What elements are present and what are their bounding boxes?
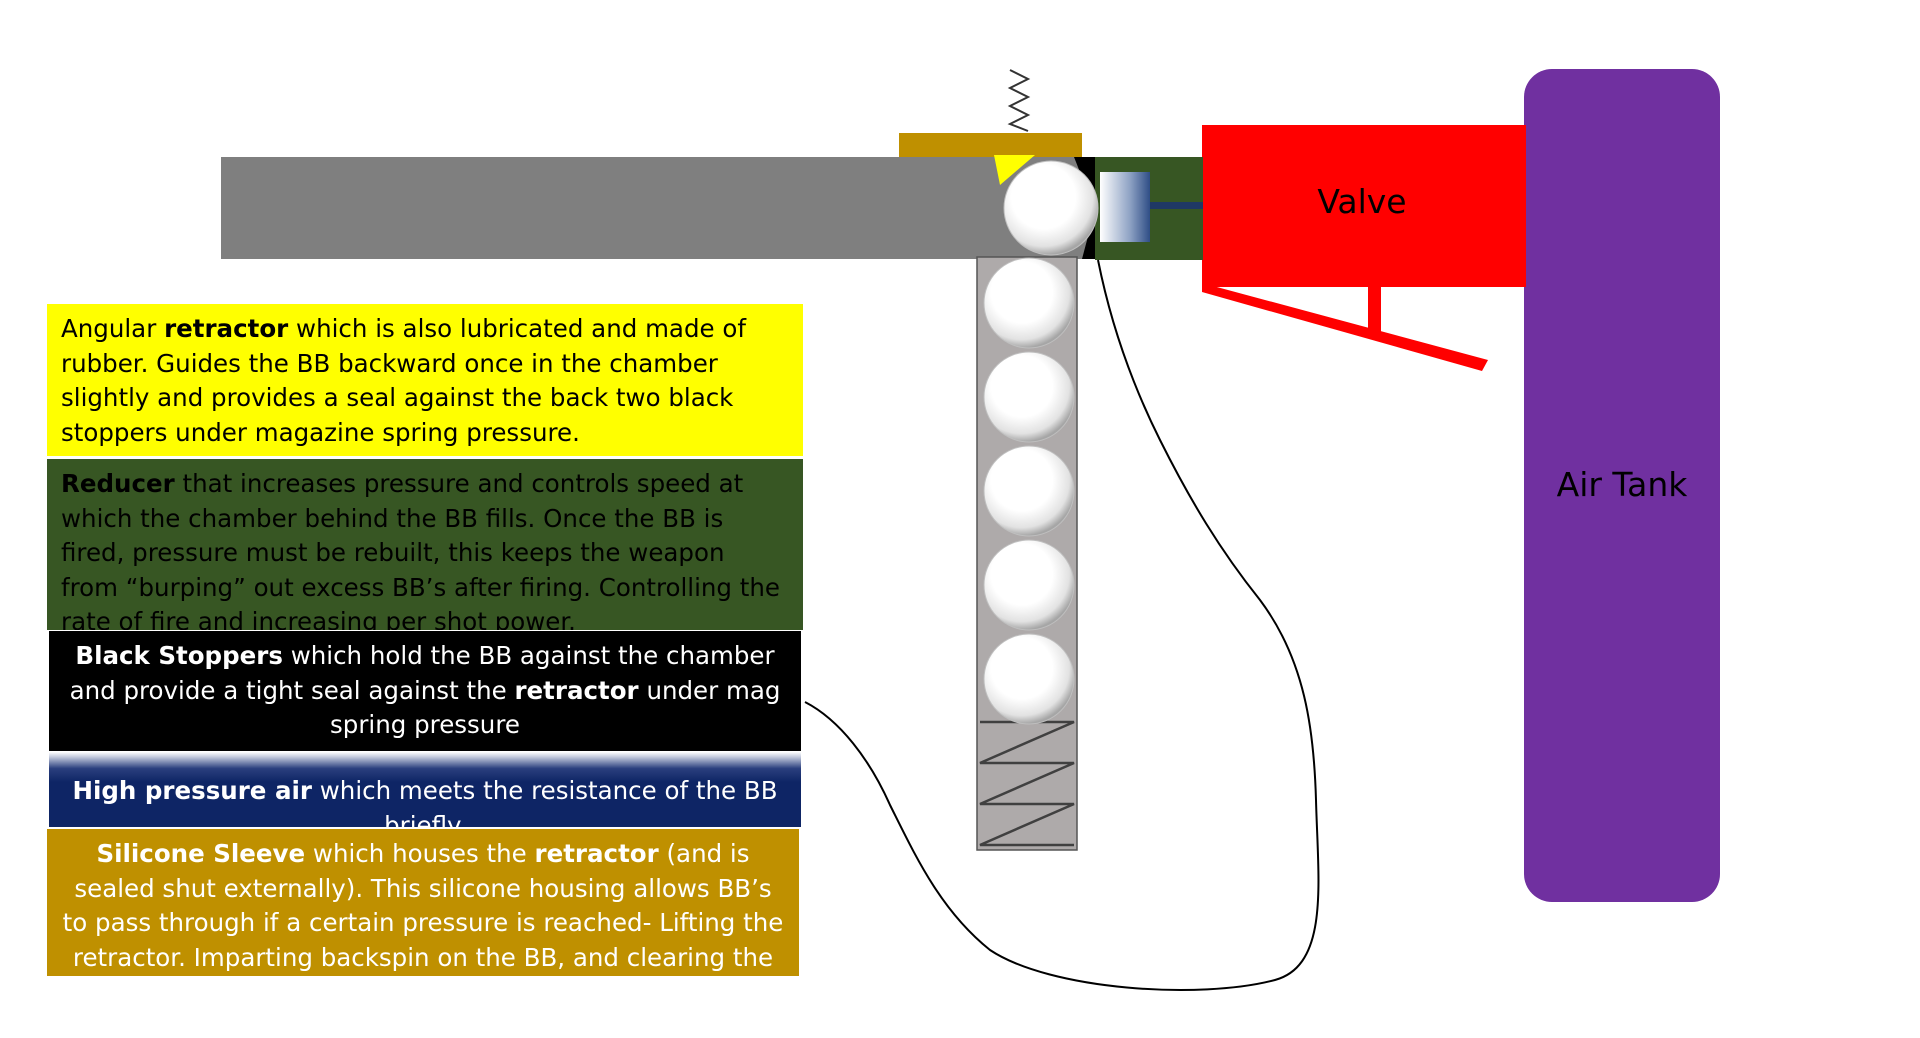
silicone-sleeve: [899, 133, 1082, 157]
bb-magazine: [983, 351, 1075, 443]
callout-bold-term: Black Stoppers: [75, 641, 283, 670]
valve-rod: [1150, 202, 1203, 209]
callout-reducer: Reducer that increases pressure and cont…: [47, 459, 803, 630]
bb-magazine: [983, 445, 1075, 537]
valve-body: [1202, 125, 1526, 287]
callout-retractor: Angular retractor which is also lubricat…: [47, 304, 803, 456]
callout-text: Angular: [61, 314, 165, 343]
connector-line: [804, 259, 1320, 991]
callout-bold-term: retractor: [514, 675, 639, 705]
callout-text: which is also lubricated and made of rub…: [61, 314, 746, 447]
callout-bold-term: Reducer: [61, 469, 175, 498]
callout-text: which houses the: [305, 839, 535, 868]
high-pressure-piston: [1100, 172, 1150, 242]
callout-bold-term: Silicone Sleeve: [96, 839, 306, 868]
callout-black-stoppers: Black Stoppers which hold the BB against…: [49, 631, 801, 751]
air-tank-label: Air Tank: [1557, 465, 1689, 504]
sleeve-spring: [1007, 69, 1031, 132]
magazine-spring: [979, 720, 1075, 847]
callout-text: under mag spring pressure: [330, 675, 781, 740]
callout-bold-term: High pressure air: [72, 776, 312, 805]
barrel: [221, 157, 1095, 259]
callout-high-pressure-air: High pressure air which meets the resist…: [49, 752, 801, 827]
callout-silicone-sleeve: Silicone Sleeve which houses the retract…: [47, 829, 799, 976]
callout-text: that increases pressure and controls spe…: [61, 469, 780, 630]
callout-text: which meets the resistance of the BB bri…: [311, 776, 778, 827]
valve-lever-post: [1368, 284, 1381, 334]
bb-magazine: [983, 539, 1075, 631]
callout-bold-term: retractor: [164, 314, 289, 343]
bb-chambered: [1003, 160, 1099, 256]
bb-magazine: [983, 633, 1075, 725]
valve-label: Valve: [1317, 182, 1406, 221]
retractor: [994, 155, 1035, 185]
callout-text: which hold the BB against the chamber an…: [69, 641, 775, 705]
air-tank: [1524, 69, 1720, 902]
bb-magazine: [983, 257, 1075, 349]
callout-text: (and is sealed shut externally). This si…: [62, 839, 784, 972]
valve-lever: [1202, 283, 1488, 371]
callout-bold-term: retractor: [534, 839, 659, 868]
